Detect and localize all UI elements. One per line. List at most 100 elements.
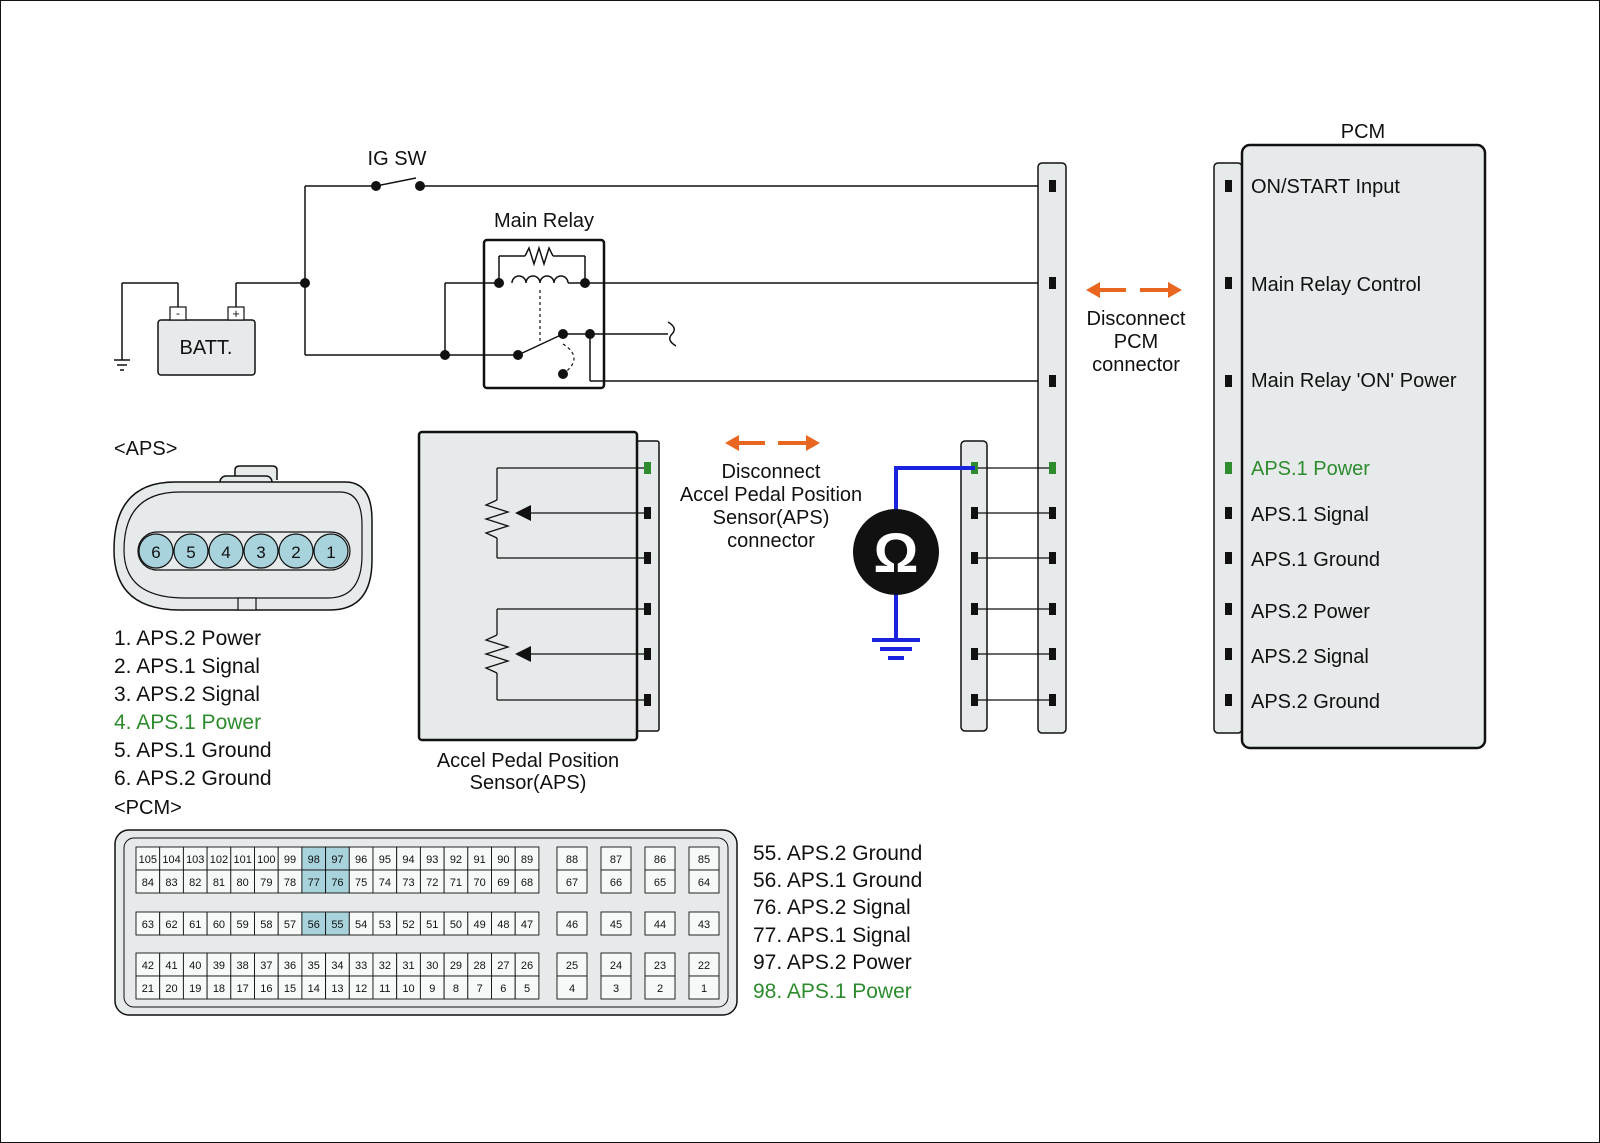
pcm-pin-45 bbox=[600, 911, 632, 936]
pcm-pin-label: 34 bbox=[331, 960, 343, 972]
pcm-harness-pin bbox=[1049, 603, 1056, 615]
aps-potentiometers bbox=[483, 467, 644, 701]
pcm-pin-label: 10 bbox=[402, 983, 414, 995]
aps1-wiper-arrow bbox=[515, 505, 531, 521]
pcm-connector-inner bbox=[123, 837, 729, 1008]
pcm-pin-label: 52 bbox=[402, 919, 414, 931]
pcm-pin-label: 51 bbox=[426, 919, 438, 931]
main-relay-box bbox=[482, 238, 606, 390]
pcm-pin-label: 27 bbox=[497, 960, 509, 972]
aps-pin-4 bbox=[208, 533, 244, 569]
pcm-pin-label: 1 bbox=[701, 983, 707, 995]
disconnect-aps-line2: Accel Pedal Position bbox=[680, 484, 862, 506]
pcm-pin-label: 8 bbox=[453, 983, 459, 995]
disconnect-pcm-line2: PCM bbox=[1114, 331, 1158, 353]
pcm-pin-label: 40 bbox=[189, 960, 201, 972]
wiring bbox=[114, 177, 1052, 382]
pcm-pin-label: 47 bbox=[521, 919, 533, 931]
aps-sensor-body bbox=[417, 430, 639, 742]
pcm-pin-label: 39 bbox=[213, 960, 225, 972]
pcm-module-pin bbox=[1225, 603, 1232, 615]
pcm-pin-label: 38 bbox=[237, 960, 249, 972]
pcm-pin-label: 59 bbox=[237, 919, 249, 931]
aps-harness-pin bbox=[971, 648, 978, 660]
pcm-pin-label: 66 bbox=[610, 877, 622, 889]
disconnect-aps-arrows bbox=[725, 435, 820, 451]
pcm-pin-label: 104 bbox=[162, 854, 180, 866]
pcm-module-pin bbox=[1225, 277, 1232, 289]
pcm-pin-label: 14 bbox=[308, 983, 320, 995]
aps-list-item-5: 5. APS.1 Ground bbox=[114, 739, 272, 762]
aps-list-item-2: 2. APS.1 Signal bbox=[114, 655, 260, 678]
pcm-pin-label: 77 bbox=[308, 877, 320, 889]
aps-sensor-label: Accel Pedal Position Sensor(APS) bbox=[437, 750, 619, 794]
pcm-pin-label: 102 bbox=[210, 854, 228, 866]
pcm-pin-label: 53 bbox=[379, 919, 391, 931]
pcm-pin-label: 57 bbox=[284, 919, 296, 931]
disconnect-pcm-label: Disconnect PCM connector bbox=[1087, 308, 1186, 376]
pcm-pin-label: 28 bbox=[474, 960, 486, 972]
pcm-pin-label: 42 bbox=[142, 960, 154, 972]
pcm-pin-label: 30 bbox=[426, 960, 438, 972]
pcm-pin-label: 103 bbox=[186, 854, 204, 866]
pcm-pin-label: 5 bbox=[524, 983, 530, 995]
pcm-pin-label: 98 bbox=[308, 854, 320, 866]
pcm-pin-label: 20 bbox=[165, 983, 177, 995]
pcm-pin-label: 100 bbox=[257, 854, 275, 866]
pcm-pin-label: 22 bbox=[698, 960, 710, 972]
pcm-pin-label: 65 bbox=[654, 877, 666, 889]
battery-negative-terminal bbox=[169, 306, 187, 321]
aps2-wiper-arrow bbox=[515, 646, 531, 662]
pcm-list-item-4: 77. APS.1 Signal bbox=[753, 924, 911, 947]
pcm-harness-pin bbox=[1049, 462, 1056, 474]
pcm-harness-pin bbox=[1049, 277, 1056, 289]
aps-pin-1 bbox=[313, 533, 349, 569]
pcm-pin-44 bbox=[644, 911, 676, 936]
pcm-pin-label: 11 bbox=[379, 983, 390, 995]
aps-sensor-pin bbox=[644, 694, 651, 706]
pcm-pin-label: 24 bbox=[610, 960, 622, 972]
pcm-pin-label: 76 bbox=[331, 877, 343, 889]
aps-harness-pin bbox=[971, 552, 978, 564]
pcm-terminal-8: APS.2 Ground bbox=[1251, 691, 1380, 713]
pcm-pin-label: 36 bbox=[284, 960, 296, 972]
pcm-pin-label: 41 bbox=[165, 960, 177, 972]
pcm-pin-label: 93 bbox=[426, 854, 438, 866]
pcm-harness-connector bbox=[1037, 162, 1067, 734]
pcm-pin-5 bbox=[514, 975, 540, 1000]
pcm-connector-title: <PCM> bbox=[114, 797, 182, 819]
pcm-pin-label: 49 bbox=[474, 919, 486, 931]
pcm-harness-pin bbox=[1049, 648, 1056, 660]
pcm-pin-label: 105 bbox=[139, 854, 157, 866]
aps-sensor-label-line2: Sensor(APS) bbox=[470, 772, 587, 794]
pcm-list-item-6: 98. APS.1 Power bbox=[753, 980, 912, 1003]
aps-pin-3 bbox=[243, 533, 279, 569]
pcm-pin-label: 48 bbox=[497, 919, 509, 931]
battery-positive-terminal bbox=[227, 306, 245, 321]
battery-label: BATT. bbox=[180, 337, 233, 359]
pcm-pin-label: 64 bbox=[698, 877, 710, 889]
pcm-pin-label: 54 bbox=[355, 919, 367, 931]
pcm-pin-label: 95 bbox=[379, 854, 391, 866]
aps-sensor-label-line1: Accel Pedal Position bbox=[437, 750, 619, 772]
junction-dots bbox=[300, 181, 595, 379]
pcm-pin-label: 61 bbox=[189, 919, 201, 931]
pcm-terminal-0: ON/START Input bbox=[1251, 176, 1400, 198]
pcm-pin-label: 75 bbox=[355, 877, 367, 889]
pcm-pin-label: 90 bbox=[497, 854, 509, 866]
disconnect-pcm-arrows bbox=[1086, 282, 1182, 298]
aps-pin-label: 3 bbox=[256, 543, 265, 562]
pcm-pin-label: 91 bbox=[474, 854, 486, 866]
disconnect-aps-label: Disconnect Accel Pedal Position Sensor(A… bbox=[680, 461, 862, 552]
aps-sensor-pin bbox=[644, 648, 651, 660]
aps-list-item-1: 1. APS.2 Power bbox=[114, 627, 261, 650]
pcm-pin-label: 94 bbox=[402, 854, 414, 866]
pcm-pin-label: 84 bbox=[142, 877, 154, 889]
pcm-pin-label: 16 bbox=[260, 983, 272, 995]
aps-pin-2 bbox=[278, 533, 314, 569]
pcm-harness-pin bbox=[1049, 180, 1056, 192]
ig-switch-label: IG SW bbox=[368, 148, 427, 170]
pcm-list-item-2: 56. APS.1 Ground bbox=[753, 869, 922, 892]
aps-sensor-pin bbox=[644, 462, 651, 474]
